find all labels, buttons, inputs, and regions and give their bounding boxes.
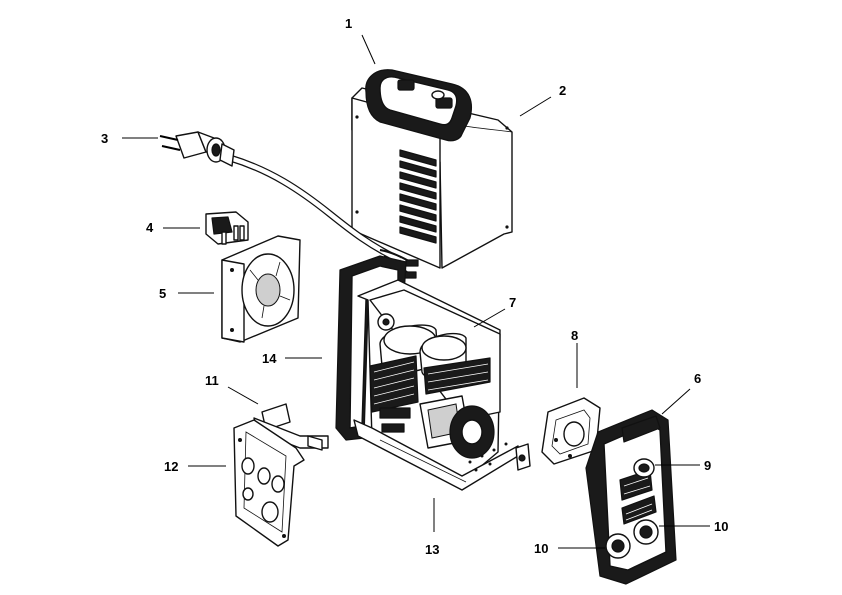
callout-6: 6 [694, 371, 701, 386]
callout-3: 3 [101, 131, 108, 146]
callout-11: 11 [205, 373, 219, 388]
callout-14: 14 [262, 351, 277, 366]
switch-part [205, 211, 249, 245]
callout-10-left: 10 [534, 541, 548, 556]
callout-8: 8 [571, 328, 578, 343]
leader-lines [122, 34, 710, 549]
callout-10-right: 10 [714, 519, 728, 534]
heatsink [369, 355, 491, 413]
plug-cable-part [159, 131, 419, 279]
callout-12: 12 [164, 459, 178, 474]
bracket-part [253, 403, 329, 451]
pcb-part [369, 289, 501, 459]
callout-7: 7 [509, 295, 516, 310]
callout-9: 9 [704, 458, 711, 473]
knob-part [633, 458, 655, 478]
callout-13: 13 [425, 542, 439, 557]
callout-4: 4 [146, 220, 154, 235]
rear-panel-part [233, 419, 305, 547]
base-part [353, 419, 531, 491]
callout-5: 5 [159, 286, 166, 301]
callout-2: 2 [559, 83, 566, 98]
callout-1: 1 [345, 16, 352, 31]
front-panel-part [585, 409, 677, 585]
socket-part [605, 519, 659, 559]
callout-labels: 1 2 3 4 5 6 7 8 9 10 10 11 12 13 14 [101, 16, 728, 557]
cover-part [351, 87, 513, 269]
fan-part [221, 235, 301, 343]
cover-vent-slots [399, 149, 437, 244]
handle-part [365, 69, 473, 142]
